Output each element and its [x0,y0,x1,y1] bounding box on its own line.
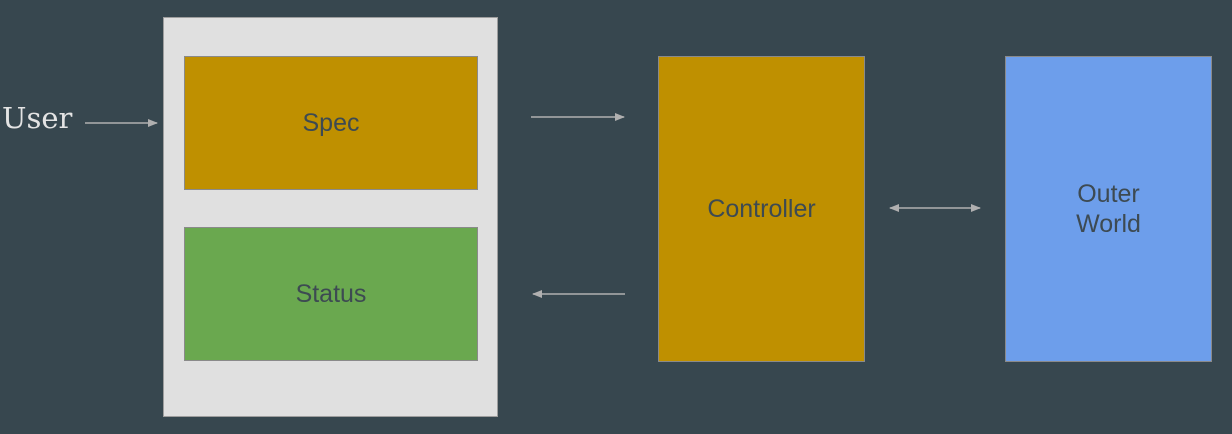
spec-box: Spec [184,56,478,190]
controller-box: Controller [658,56,865,362]
controller-label: Controller [707,195,816,223]
status-box: Status [184,227,478,361]
user-label: User [2,101,73,135]
status-label: Status [295,280,367,308]
outer-world-box: Outer World [1005,56,1212,362]
spec-label: Spec [302,109,360,137]
outer-world-label: Outer World [1076,180,1141,238]
